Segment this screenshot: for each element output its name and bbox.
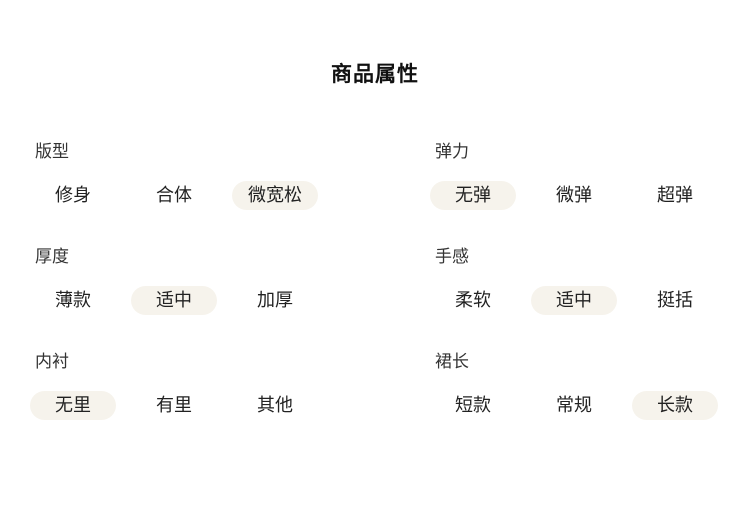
option-thickness-thick[interactable]: 加厚 xyxy=(232,286,318,315)
option-thickness-medium[interactable]: 适中 xyxy=(131,286,217,315)
option-hand-feel-medium[interactable]: 适中 xyxy=(531,286,617,315)
option-lining-none[interactable]: 无里 xyxy=(30,391,116,420)
option-thickness-thin[interactable]: 薄款 xyxy=(30,286,116,315)
option-skirt-length-short[interactable]: 短款 xyxy=(430,391,516,420)
group-label-lining: 内衬 xyxy=(35,352,69,371)
options-row-fit: 修身 合体 微宽松 xyxy=(30,181,350,210)
page-title: 商品属性 xyxy=(331,63,419,86)
options-row-lining: 无里 有里 其他 xyxy=(30,391,350,420)
option-hand-feel-soft[interactable]: 柔软 xyxy=(430,286,516,315)
option-fit-regular[interactable]: 合体 xyxy=(131,181,217,210)
group-label-thickness: 厚度 xyxy=(35,247,69,266)
attribute-group-elasticity: 弹力 无弹 微弹 超弹 xyxy=(430,142,730,210)
option-elasticity-slight[interactable]: 微弹 xyxy=(531,181,617,210)
attribute-group-lining: 内衬 无里 有里 其他 xyxy=(30,352,350,420)
options-row-elasticity: 无弹 微弹 超弹 xyxy=(430,181,730,210)
option-skirt-length-regular[interactable]: 常规 xyxy=(531,391,617,420)
attribute-group-skirt-length: 裙长 短款 常规 长款 xyxy=(430,352,730,420)
option-fit-slim[interactable]: 修身 xyxy=(30,181,116,210)
product-attributes-panel: 商品属性 版型 修身 合体 微宽松 弹力 无弹 微弹 超弹 厚度 薄款 适中 加… xyxy=(0,62,750,420)
group-label-fit: 版型 xyxy=(35,142,69,161)
attribute-groups: 版型 修身 合体 微宽松 弹力 无弹 微弹 超弹 厚度 薄款 适中 加厚 xyxy=(30,142,750,420)
group-label-hand-feel: 手感 xyxy=(435,247,469,266)
option-fit-slightly-loose[interactable]: 微宽松 xyxy=(232,181,318,210)
group-label-elasticity: 弹力 xyxy=(435,142,469,161)
group-label-skirt-length: 裙长 xyxy=(435,352,469,371)
option-lining-other[interactable]: 其他 xyxy=(232,391,318,420)
options-row-thickness: 薄款 适中 加厚 xyxy=(30,286,350,315)
attribute-group-fit: 版型 修身 合体 微宽松 xyxy=(30,142,350,210)
option-elasticity-high[interactable]: 超弹 xyxy=(632,181,718,210)
option-hand-feel-crisp[interactable]: 挺括 xyxy=(632,286,718,315)
attribute-group-thickness: 厚度 薄款 适中 加厚 xyxy=(30,247,350,315)
option-elasticity-none[interactable]: 无弹 xyxy=(430,181,516,210)
option-skirt-length-long[interactable]: 长款 xyxy=(632,391,718,420)
options-row-skirt-length: 短款 常规 长款 xyxy=(430,391,730,420)
options-row-hand-feel: 柔软 适中 挺括 xyxy=(430,286,730,315)
option-lining-with[interactable]: 有里 xyxy=(131,391,217,420)
attribute-group-hand-feel: 手感 柔软 适中 挺括 xyxy=(430,247,730,315)
